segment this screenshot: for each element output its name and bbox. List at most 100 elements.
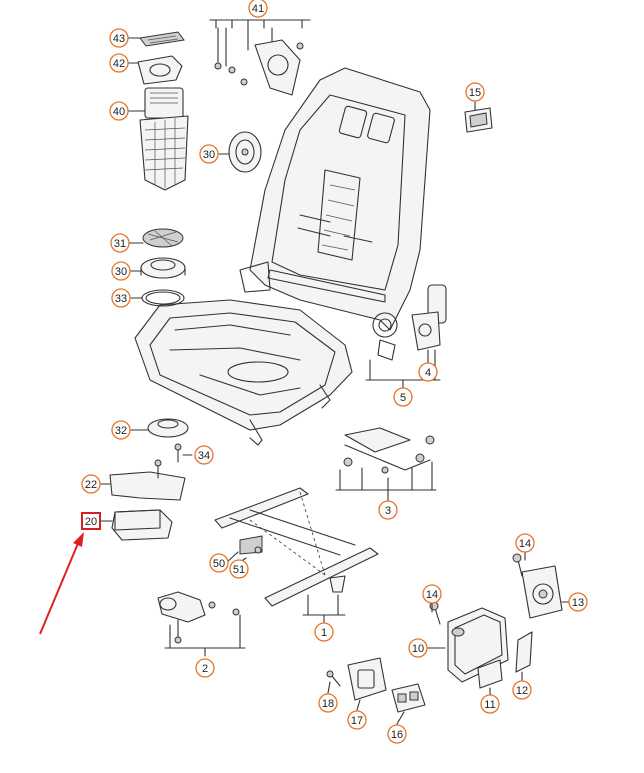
- callout-circle: [229, 559, 249, 579]
- callout-number: 41: [252, 3, 264, 15]
- callout-number: 15: [469, 87, 481, 99]
- callout-circle: [568, 592, 588, 612]
- part-31-filter-mesh: [142, 228, 184, 248]
- callout-41: 41: [248, 0, 268, 18]
- callout-number: 14: [519, 538, 531, 550]
- part-30-fan-upper: [228, 131, 262, 173]
- callout-circle: [109, 28, 129, 48]
- part-11-knob: [477, 659, 503, 689]
- part-22-bracket: [109, 459, 186, 501]
- part-42-connector-housing: [137, 55, 183, 85]
- part-41-clips-and-screws: [214, 27, 304, 96]
- callout-circle: [209, 553, 229, 573]
- leader-lines: [100, 19, 569, 725]
- highlight-box: [81, 512, 101, 530]
- callout-circle: [314, 622, 334, 642]
- callout-number: 3: [385, 505, 391, 517]
- callout-circle: [248, 0, 268, 18]
- callout-3: 3: [378, 500, 398, 520]
- callout-number: 32: [115, 425, 127, 437]
- callout-number: 33: [115, 293, 127, 305]
- callout-circle: [515, 533, 535, 553]
- callout-circle: [109, 53, 129, 73]
- part-20-control-module: [111, 509, 173, 541]
- callout-circle: [194, 445, 214, 465]
- part-34-screw: [174, 443, 182, 463]
- seat-cushion-frame: [134, 299, 353, 446]
- callout-circle: [393, 387, 413, 407]
- callout-circle: [387, 724, 407, 744]
- callout-14: 14: [422, 584, 442, 604]
- callout-1: 1: [314, 622, 334, 642]
- callout-number: 17: [351, 715, 363, 727]
- callout-number: 43: [113, 33, 125, 45]
- callout-circle: [111, 261, 131, 281]
- seat-back-frame: [239, 67, 431, 361]
- callout-circle: [111, 420, 131, 440]
- callout-2: 2: [195, 658, 215, 678]
- callout-circle: [318, 693, 338, 713]
- callout-circle: [418, 362, 438, 382]
- callout-circle: [378, 500, 398, 520]
- part-40-blower-duct: [139, 87, 189, 191]
- callout-number: 50: [213, 558, 225, 570]
- callout-circle: [347, 710, 367, 730]
- callout-12: 12: [512, 680, 532, 700]
- callout-10: 10: [408, 638, 428, 658]
- callout-30: 30: [111, 261, 131, 281]
- part-18-screw: [326, 670, 341, 687]
- callout-5: 5: [393, 387, 413, 407]
- callout-51: 51: [229, 559, 249, 579]
- callout-circle: [480, 694, 500, 714]
- part-43-vent-grille: [139, 31, 185, 47]
- callout-13: 13: [568, 592, 588, 612]
- callout-number: 51: [233, 564, 245, 576]
- callout-number: 12: [516, 685, 528, 697]
- callout-circle: [199, 144, 219, 164]
- callout-number: 10: [412, 643, 424, 655]
- callout-40: 40: [109, 101, 129, 121]
- callout-50: 50: [209, 553, 229, 573]
- part-15-switch: [464, 107, 493, 133]
- callout-number: 34: [198, 450, 210, 462]
- part-14-screw-b: [512, 553, 523, 577]
- highlight-arrow: [39, 532, 84, 635]
- callout-14: 14: [515, 533, 535, 553]
- callout-17: 17: [347, 710, 367, 730]
- callout-number: 13: [572, 597, 584, 609]
- callout-circle: [422, 584, 442, 604]
- callout-number: 5: [400, 392, 406, 404]
- callout-30: 30: [199, 144, 219, 164]
- callout-number: 20: [85, 516, 97, 528]
- part-12-knob: [515, 631, 533, 673]
- callout-22: 22: [81, 474, 101, 494]
- callout-4: 4: [418, 362, 438, 382]
- callout-number: 18: [322, 698, 334, 710]
- callout-number: 1: [321, 627, 327, 639]
- callout-number: 42: [113, 58, 125, 70]
- part-4-recliner-motor: [411, 284, 447, 351]
- callout-number: 30: [203, 149, 215, 161]
- callout-circle: [408, 638, 428, 658]
- callout-circle: [109, 101, 129, 121]
- part-33-seal-ring: [141, 289, 185, 307]
- callout-circle: [465, 82, 485, 102]
- part-17-bracket: [347, 657, 387, 701]
- callout-number: 4: [425, 367, 431, 379]
- callout-32: 32: [111, 420, 131, 440]
- callout-circle: [195, 658, 215, 678]
- callout-15: 15: [465, 82, 485, 102]
- callout-31: 31: [110, 233, 130, 253]
- callout-circle: [111, 288, 131, 308]
- callout-circle: [110, 233, 130, 253]
- callout-20-highlighted: 20: [81, 512, 101, 530]
- part-32-fan-bottom: [147, 418, 189, 438]
- callout-16: 16: [387, 724, 407, 744]
- callout-42: 42: [109, 53, 129, 73]
- callout-34: 34: [194, 445, 214, 465]
- callout-number: 40: [113, 106, 125, 118]
- callout-number: 2: [202, 663, 208, 675]
- callout-circle: [81, 474, 101, 494]
- callout-number: 11: [484, 699, 495, 711]
